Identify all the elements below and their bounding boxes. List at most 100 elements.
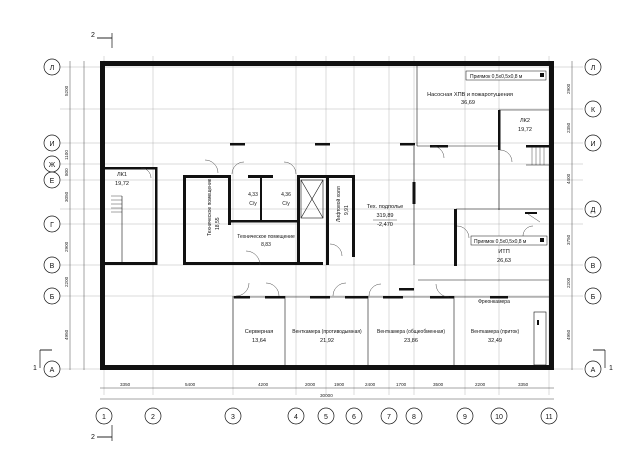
axis-row-Zh-left: Ж bbox=[49, 162, 56, 169]
room-labels: Приямок 0,5х0,5х0,8 м Насосная ХПВ и пож… bbox=[115, 70, 548, 344]
axis-col-2: 2 bbox=[151, 414, 155, 421]
dim-left-4: 3050 bbox=[64, 191, 69, 202]
row-axes-right: Л К И Д В Б А bbox=[584, 58, 602, 378]
dimension-chain-right: 2900 2350 4400 3750 2200 4950 bbox=[566, 61, 573, 370]
underfloor-level: -2,470 bbox=[377, 222, 393, 228]
section-marker-bottom: 2 bbox=[91, 425, 113, 441]
vent-room-1-name: Венткамера (противодымная) bbox=[292, 329, 362, 335]
dim-bottom-4: 2000 bbox=[305, 382, 316, 387]
level-marker-right: 1 bbox=[593, 349, 613, 372]
itp-area: 26,63 bbox=[497, 258, 511, 264]
axis-row-K-right: К bbox=[591, 107, 596, 114]
dim-bottom-2: 5400 bbox=[185, 382, 196, 387]
dim-left-1: 5200 bbox=[64, 85, 69, 96]
dim-right-3: 4400 bbox=[566, 173, 571, 184]
wc-1-area: 4,33 bbox=[248, 192, 258, 198]
axis-col-7: 7 bbox=[387, 414, 391, 421]
freon-room-name: Фреонкамера bbox=[478, 299, 510, 305]
server-room-area: 13,64 bbox=[252, 338, 266, 344]
axis-col-6: 6 bbox=[352, 414, 356, 421]
axis-row-B-right: Б bbox=[591, 294, 596, 301]
itp-name: ИТП bbox=[498, 249, 509, 255]
dim-left-7: 4950 bbox=[64, 329, 69, 340]
dim-right-5: 2200 bbox=[566, 277, 571, 288]
lift-hall-name: Лифтовой холл bbox=[335, 186, 342, 222]
column-grid-lines bbox=[103, 56, 550, 395]
lk1-name: ЛК1 bbox=[117, 172, 127, 178]
axis-col-1: 1 bbox=[102, 414, 106, 421]
underfloor-name: Тех. подполье bbox=[367, 204, 404, 210]
level-label-right: 1 bbox=[609, 365, 613, 372]
door-swings bbox=[140, 145, 534, 298]
pit-label-itp: Приямок 0,5х0,5х0,8 м bbox=[474, 239, 527, 245]
dim-left-6: 2200 bbox=[64, 276, 69, 287]
axis-row-D-right: Д bbox=[591, 207, 596, 214]
dim-right-4: 3750 bbox=[566, 234, 571, 245]
inner-walls bbox=[105, 66, 550, 366]
lift-hall-area: 9,91 bbox=[344, 205, 350, 215]
axis-col-10: 10 bbox=[495, 414, 503, 421]
pump-room-name: Насосная ХПВ и пожаротушения bbox=[427, 92, 513, 98]
section-label-bottom: 2 bbox=[91, 434, 95, 441]
dim-bottom-5: 1900 bbox=[334, 382, 345, 387]
wc-1-name: С/у bbox=[249, 201, 257, 207]
dim-left-2: 1100 bbox=[64, 150, 69, 160]
dim-bottom-6: 2400 bbox=[365, 382, 376, 387]
outer-walls bbox=[100, 61, 554, 370]
pump-room-area: 36,69 bbox=[461, 100, 475, 106]
dim-total: 30000 bbox=[320, 393, 333, 398]
dim-bottom-1: 3350 bbox=[120, 382, 131, 387]
dimension-chain-left: 5200 1100 800 3050 2900 2200 4950 bbox=[64, 61, 85, 370]
vent-room-3-area: 32,49 bbox=[488, 338, 502, 344]
dim-right-6: 4950 bbox=[566, 329, 571, 340]
dim-left-3: 800 bbox=[64, 168, 69, 176]
tech-room-2-area: 8,83 bbox=[261, 242, 271, 248]
axis-col-9: 9 bbox=[463, 414, 467, 421]
axis-row-I-left: И bbox=[49, 141, 54, 148]
axis-row-A-left: А bbox=[50, 367, 55, 374]
axis-row-E-left: Е bbox=[50, 178, 55, 185]
section-marker-top: 2 bbox=[91, 32, 113, 48]
underfloor-area: 319,89 bbox=[376, 213, 393, 219]
pit-label-top: Приямок 0,5х0,5х0,8 м bbox=[470, 74, 523, 80]
section-label-top: 2 bbox=[91, 32, 95, 39]
dimension-chain-bottom: 3350 5400 4200 2000 1900 2400 1700 3500 … bbox=[100, 382, 554, 400]
vent-room-2-area: 23,86 bbox=[404, 338, 418, 344]
axis-row-G-left: Г bbox=[50, 222, 54, 229]
axis-row-L-left: Л bbox=[50, 65, 55, 72]
server-room-name: Серверная bbox=[245, 329, 274, 335]
axis-row-L-right: Л bbox=[591, 65, 596, 72]
axis-row-A-right: А bbox=[591, 367, 596, 374]
vent-room-1-area: 21,92 bbox=[320, 338, 334, 344]
axis-col-5: 5 bbox=[324, 414, 328, 421]
wc-2-name: С/у bbox=[282, 201, 290, 207]
level-marker-left: 1 bbox=[33, 349, 52, 372]
axis-col-11: 11 bbox=[545, 414, 552, 421]
dim-bottom-7: 1700 bbox=[396, 382, 407, 387]
tech-room-1-name: Техническое помещение bbox=[207, 178, 213, 236]
column-axes-bottom: 1 2 3 4 5 6 7 8 9 10 11 bbox=[95, 407, 558, 425]
dim-bottom-10: 3350 bbox=[518, 382, 529, 387]
dim-right-1: 2900 bbox=[566, 83, 571, 94]
dim-left-5: 2900 bbox=[64, 241, 69, 252]
lk1-area: 19,72 bbox=[115, 181, 129, 187]
axis-row-B-left: Б bbox=[50, 294, 55, 301]
tech-room-2-name: Техническое помещение bbox=[237, 234, 295, 240]
dim-bottom-9: 2200 bbox=[475, 382, 486, 387]
level-label-left: 1 bbox=[33, 365, 37, 372]
lk2-area: 19,72 bbox=[518, 127, 532, 133]
vent-room-2-name: Венткамера (общеобменная) bbox=[377, 329, 445, 335]
vent-room-3-name: Венткамера (приток) bbox=[471, 329, 520, 335]
axis-row-I-right: И bbox=[590, 141, 595, 148]
axis-row-V-right: В bbox=[591, 263, 596, 270]
axis-col-8: 8 bbox=[412, 414, 416, 421]
wc-2-area: 4,36 bbox=[281, 192, 291, 198]
tech-room-1-area: 18,55 bbox=[215, 217, 221, 230]
dim-bottom-8: 3500 bbox=[433, 382, 444, 387]
axis-row-V-left: В bbox=[50, 263, 55, 270]
axis-col-4: 4 bbox=[294, 414, 298, 421]
dim-bottom-3: 4200 bbox=[258, 382, 269, 387]
row-axes-left: Л И Ж Е Г В Б А bbox=[43, 58, 61, 378]
lk2-name: ЛК2 bbox=[520, 118, 530, 124]
